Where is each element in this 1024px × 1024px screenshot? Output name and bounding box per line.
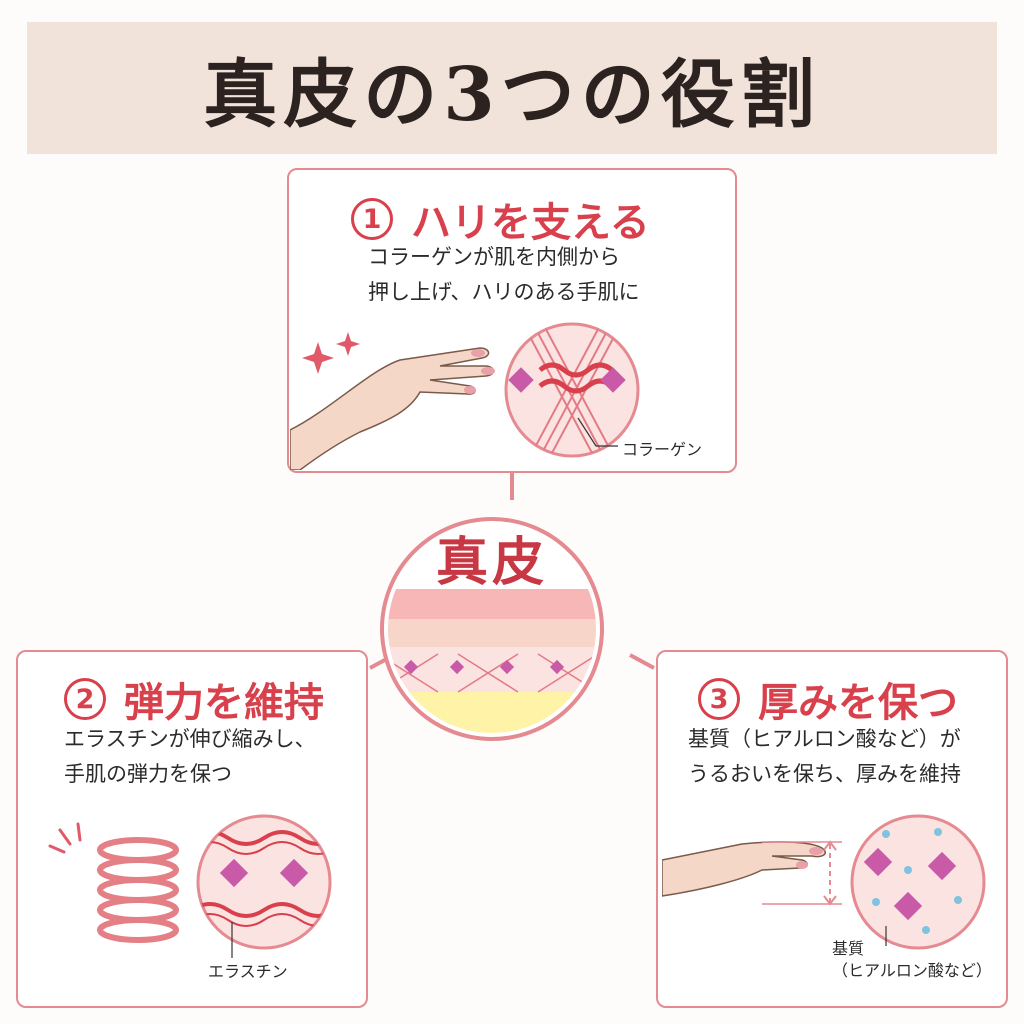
matrix-label: 基質 （ヒアルロン酸など） [832, 938, 992, 982]
dermis-circle [380, 517, 604, 741]
sparkle-icon [336, 332, 360, 356]
matrix-circle [850, 814, 986, 950]
number-badge: 3 [698, 678, 740, 720]
hand-icon [662, 840, 842, 906]
desc-line: うるおいを保ち、厚みを維持 [688, 762, 961, 786]
role-title-text: ハリを支える [411, 199, 650, 246]
spring-icon [48, 822, 179, 943]
desc-line: 手肌の弾力を保つ [64, 762, 232, 786]
role-title-elasticity: 2 弾力を維持 [64, 670, 324, 728]
page-title: 真皮の3つの役割 [203, 51, 821, 138]
elastin-fiber-circle [196, 814, 332, 958]
desc-line: 押し上げ、ハリのある手肌に [368, 280, 640, 304]
title-banner: 真皮の3つの役割 [27, 22, 997, 154]
desc-line: コラーゲンが肌を内側から [368, 245, 620, 269]
desc-line: 基質（ヒアルロン酸など）が [688, 727, 961, 751]
desc-line: エラスチンが伸び縮みし、 [64, 727, 316, 751]
elastin-label: エラスチン [208, 962, 288, 981]
matrix-label-line: 基質 [832, 939, 865, 958]
number-badge: 1 [351, 198, 393, 240]
collagen-label: コラーゲン [622, 440, 703, 459]
role-title-firmness: 1 ハリを支える [351, 190, 650, 248]
dermis-title: 真皮 [435, 532, 548, 593]
matrix-label-line: （ヒアルロン酸など） [832, 961, 992, 980]
role-description-elasticity: エラスチンが伸び縮みし、 手肌の弾力を保つ [64, 722, 316, 792]
role-title-thickness: 3 厚みを保つ [698, 670, 958, 728]
collagen-fiber-circle [504, 322, 640, 458]
role-title-text: 厚みを保つ [758, 679, 958, 726]
number-badge: 2 [64, 678, 106, 720]
sparkle-icon [302, 342, 334, 374]
hand-icon [290, 332, 495, 470]
role-title-text: 弾力を維持 [124, 679, 324, 726]
role-description-firmness: コラーゲンが肌を内側から 押し上げ、ハリのある手肌に [368, 240, 640, 310]
role-description-thickness: 基質（ヒアルロン酸など）が うるおいを保ち、厚みを維持 [688, 722, 961, 792]
